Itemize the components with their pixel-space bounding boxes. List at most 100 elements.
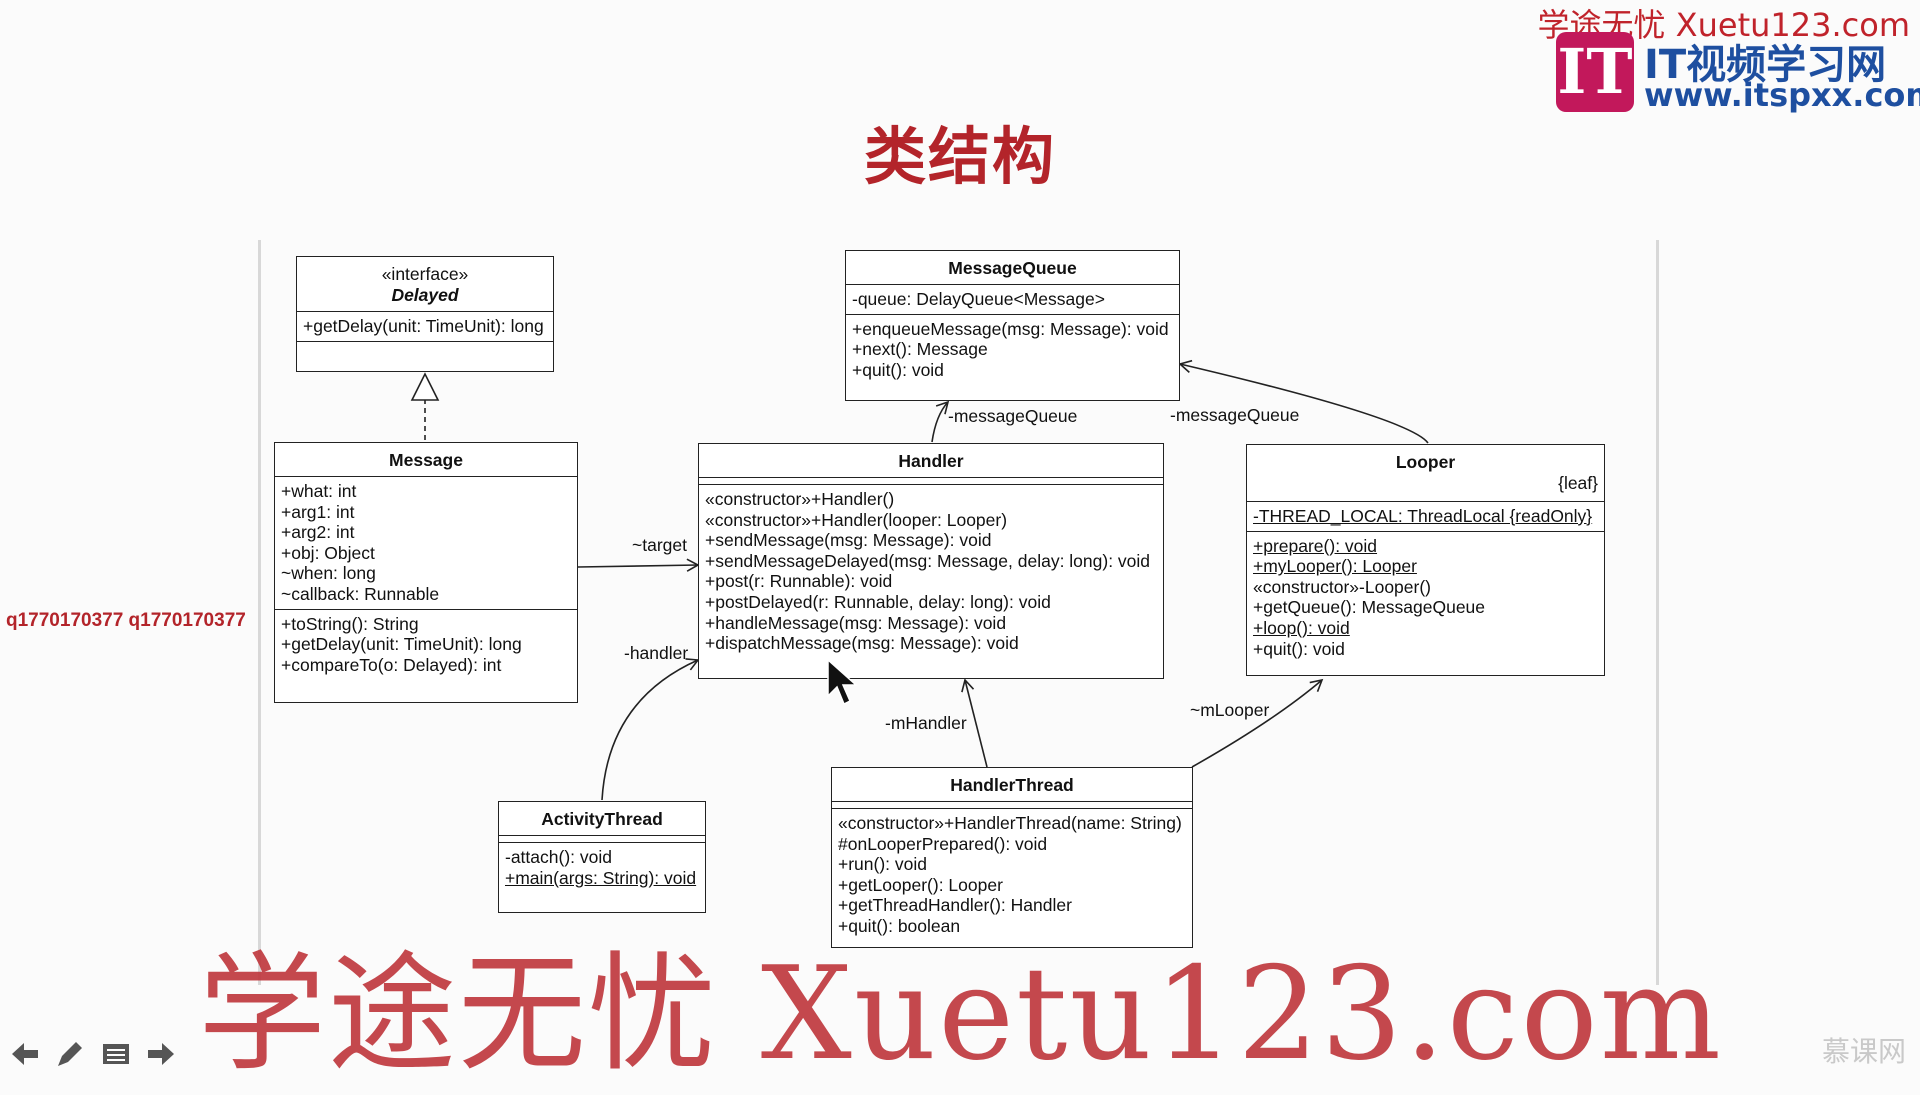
class-name: HandlerThread	[950, 775, 1074, 795]
method: +sendMessage(msg: Message): void	[705, 530, 992, 551]
method: +dispatchMessage(msg: Message): void	[705, 633, 1019, 654]
class-name: MessageQueue	[948, 258, 1077, 278]
field: ~callback: Runnable	[281, 583, 440, 604]
method: +main(args: String): void	[505, 867, 697, 888]
edge-label-target: ~target	[632, 535, 687, 555]
method: +getLooper(): Looper	[838, 874, 1003, 895]
edge-looper-messagequeue	[1178, 359, 1429, 444]
method: +quit(): void	[852, 359, 944, 380]
class-header: Looper {leaf}	[1247, 445, 1604, 502]
method: +run(): void	[838, 854, 927, 875]
methods-section: «constructor»+Handler() «constructor»+Ha…	[699, 485, 1163, 658]
pen-tool-icon[interactable]	[54, 1040, 86, 1068]
itspxx-logo-icon: IT	[1556, 32, 1634, 112]
methods-section: «constructor»+HandlerThread(name: String…	[832, 809, 1192, 941]
class-name: Handler	[898, 451, 964, 471]
method: +prepare(): void	[1253, 535, 1378, 556]
empty-fields-section	[832, 802, 1192, 809]
class-name: Message	[389, 450, 463, 470]
method: #onLooperPrepared(): void	[838, 833, 1048, 854]
method: +loop(): void	[1253, 617, 1350, 638]
methods-section: -attach(): void +main(args: String): voi…	[499, 843, 705, 892]
empty-fields-section	[499, 836, 705, 843]
field: -THREAD_LOCAL: ThreadLocal {readOnly}	[1253, 506, 1593, 526]
field: +what: int	[281, 481, 357, 501]
class-header: Handler	[699, 444, 1163, 478]
bottom-watermark: 学途无忧 Xuetu123.com	[198, 940, 1723, 1089]
field: -queue: DelayQueue<Message>	[852, 289, 1105, 309]
method: «constructor»+Handler(looper: Looper)	[705, 509, 1008, 530]
edge-mhandler	[961, 678, 988, 768]
edge-mlooper	[1191, 678, 1324, 768]
edge-label-messagequeue-handler: -messageQueue	[948, 406, 1078, 426]
field: ~when: long	[281, 563, 376, 584]
method: +getDelay(unit: TimeUnit): long	[303, 316, 544, 336]
method: +sendMessageDelayed(msg: Message, delay:…	[705, 550, 1151, 571]
method: +handleMessage(msg: Message): void	[705, 612, 1007, 633]
stereotype-label: «interface»	[381, 264, 469, 284]
fields-section: -queue: DelayQueue<Message>	[846, 285, 1179, 315]
method: +getDelay(unit: TimeUnit): long	[281, 634, 522, 655]
methods-section: +toString(): String +getDelay(unit: Time…	[275, 610, 577, 680]
class-name: Looper	[1395, 452, 1456, 472]
field: +obj: Object	[281, 542, 375, 563]
empty-fields-section	[699, 478, 1163, 485]
slide-title: 类结构	[863, 120, 1056, 193]
logo-url: www.itspxx.com	[1644, 76, 1920, 114]
method: +post(r: Runnable): void	[705, 571, 893, 592]
method: +quit(): void	[1253, 638, 1345, 659]
slide-frame-left	[258, 240, 261, 985]
method: +myLooper(): Looper	[1253, 556, 1417, 577]
slide-menu-icon[interactable]	[100, 1040, 132, 1068]
field: +arg2: int	[281, 522, 355, 543]
uml-class-delayed: «interface» Delayed +getDelay(unit: Time…	[296, 256, 554, 372]
methods-section: +prepare(): void +myLooper(): Looper «co…	[1247, 532, 1604, 664]
uml-class-message: Message +what: int +arg1: int +arg2: int…	[274, 442, 578, 703]
imooc-brand: 慕课网	[1821, 1035, 1906, 1068]
realization-triangle	[410, 372, 440, 401]
edge-label-handler: -handler	[624, 643, 689, 663]
slide-frame-right	[1656, 240, 1659, 985]
field: +arg1: int	[281, 501, 355, 522]
uml-class-handler: Handler «constructor»+Handler() «constru…	[698, 443, 1164, 679]
class-header: MessageQueue	[846, 251, 1179, 285]
methods-section: +getDelay(unit: TimeUnit): long	[297, 312, 553, 342]
fields-section: -THREAD_LOCAL: ThreadLocal {readOnly}	[1247, 502, 1604, 532]
uml-class-messagequeue: MessageQueue -queue: DelayQueue<Message>…	[845, 250, 1180, 401]
method: +getQueue(): MessageQueue	[1253, 597, 1486, 618]
leaf-modifier: {leaf}	[1558, 473, 1598, 493]
method: -attach(): void	[505, 847, 612, 867]
edge-label-mlooper: ~mLooper	[1190, 700, 1270, 720]
class-header: Message	[275, 443, 577, 477]
class-name: Delayed	[391, 285, 459, 305]
next-slide-icon[interactable]	[144, 1040, 176, 1068]
class-header: «interface» Delayed	[297, 257, 553, 312]
logo-chinese-name: IT视频学习网	[1644, 42, 1887, 88]
mouse-pointer-icon	[827, 658, 858, 706]
method: +compareTo(o: Delayed): int	[281, 654, 502, 675]
edge-label-mhandler: -mHandler	[885, 713, 967, 733]
fields-section: +what: int +arg1: int +arg2: int +obj: O…	[275, 477, 577, 610]
method: «constructor»+HandlerThread(name: String…	[838, 813, 1182, 833]
uml-class-handlerthread: HandlerThread «constructor»+HandlerThrea…	[831, 767, 1193, 948]
edge-handler	[601, 658, 700, 801]
edge-handler-messagequeue	[931, 400, 950, 443]
method: +postDelayed(r: Runnable, delay: long): …	[705, 591, 1051, 612]
class-name: ActivityThread	[541, 809, 663, 829]
previous-slide-icon[interactable]	[10, 1040, 42, 1068]
method: «constructor»+Handler()	[705, 489, 895, 509]
qq-watermark: q1770170377 q1770170377	[6, 610, 246, 631]
uml-class-activitythread: ActivityThread -attach(): void +main(arg…	[498, 801, 706, 913]
edge-target	[577, 558, 700, 572]
method: +getThreadHandler(): Handler	[838, 895, 1072, 916]
edge-label-messagequeue-looper: -messageQueue	[1170, 405, 1300, 425]
method: +quit(): boolean	[838, 915, 961, 936]
method: +toString(): String	[281, 613, 419, 634]
uml-class-looper: Looper {leaf} -THREAD_LOCAL: ThreadLocal…	[1246, 444, 1605, 676]
method: +next(): Message	[852, 339, 988, 360]
methods-section: +enqueueMessage(msg: Message): void +nex…	[846, 315, 1179, 385]
method: «constructor»-Looper()	[1253, 576, 1431, 597]
class-header: HandlerThread	[832, 768, 1192, 802]
